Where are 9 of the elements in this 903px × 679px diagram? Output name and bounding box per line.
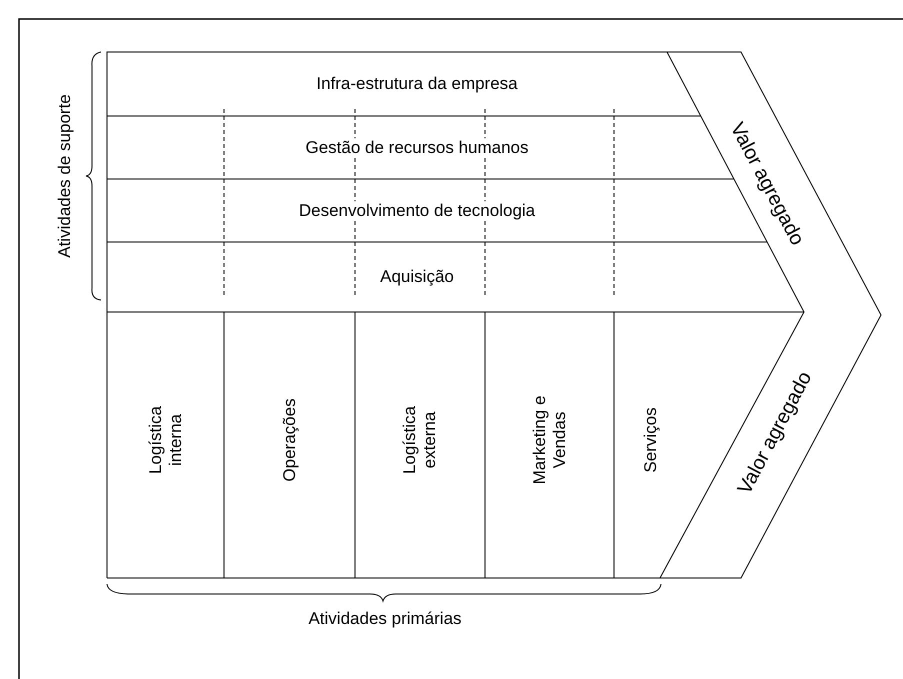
group-label: Atividades de suporte (55, 93, 75, 260)
group-label: Atividades primárias (307, 609, 463, 630)
primary-activity-label: Logística externa (395, 385, 445, 495)
support-activity-label: Gestão de recursos humanos (304, 138, 530, 158)
primary-activity-label: Serviços (626, 385, 676, 495)
support-activity-label: Aquisição (378, 267, 456, 287)
primary-activity-label: Marketing e Vendas (524, 385, 574, 495)
primary-activity-label: Logística interna (140, 385, 190, 495)
primary-activity-label: Operações (264, 385, 314, 495)
